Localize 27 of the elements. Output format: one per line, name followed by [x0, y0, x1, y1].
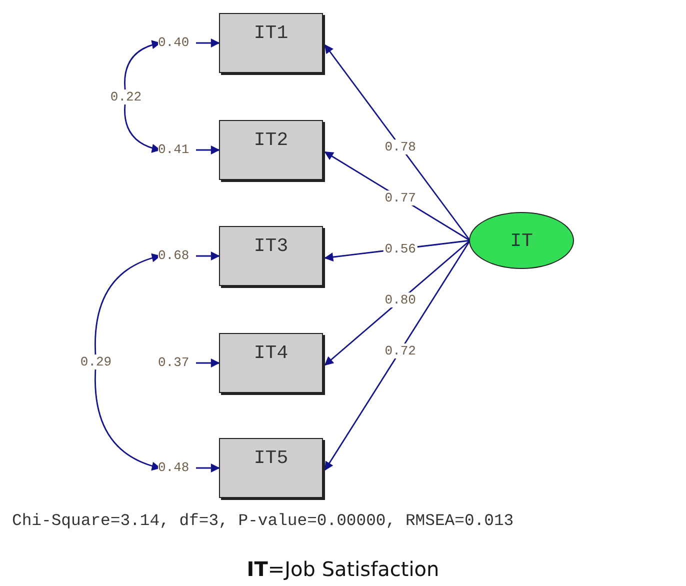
variable-label: IT1	[254, 22, 288, 44]
indicator-box	[219, 13, 323, 73]
arrow	[324, 44, 471, 241]
arrow	[324, 240, 471, 471]
arrow	[196, 464, 220, 472]
arrow	[196, 252, 220, 260]
arrow	[196, 146, 220, 154]
edge-label: 0.78	[384, 139, 417, 154]
indicator-box	[219, 226, 323, 286]
fit-statistics: Chi-Square=3.14, df=3, P-value=0.00000, RMSEA=0.013	[12, 511, 514, 530]
edge-label: 0.29	[79, 354, 113, 370]
variable-label: IT4	[254, 342, 288, 364]
edge-label: 0.77	[384, 190, 417, 206]
variable-label: IT5	[254, 447, 288, 469]
indicator-box	[219, 333, 323, 393]
arrow	[324, 240, 470, 366]
variable-label: IT3	[254, 235, 288, 257]
variable-label: IT2	[254, 129, 288, 151]
indicator-box	[219, 438, 323, 498]
arrow	[196, 38, 220, 48]
edge-label: 0.80	[384, 292, 417, 308]
arrow	[196, 358, 220, 368]
caption: IT=Job Satisfaction	[246, 557, 440, 581]
edge-label: 0.72	[384, 343, 417, 358]
edge-label: 0.22	[109, 89, 143, 104]
variable-label: IT	[510, 230, 533, 252]
indicator-box	[219, 120, 323, 180]
